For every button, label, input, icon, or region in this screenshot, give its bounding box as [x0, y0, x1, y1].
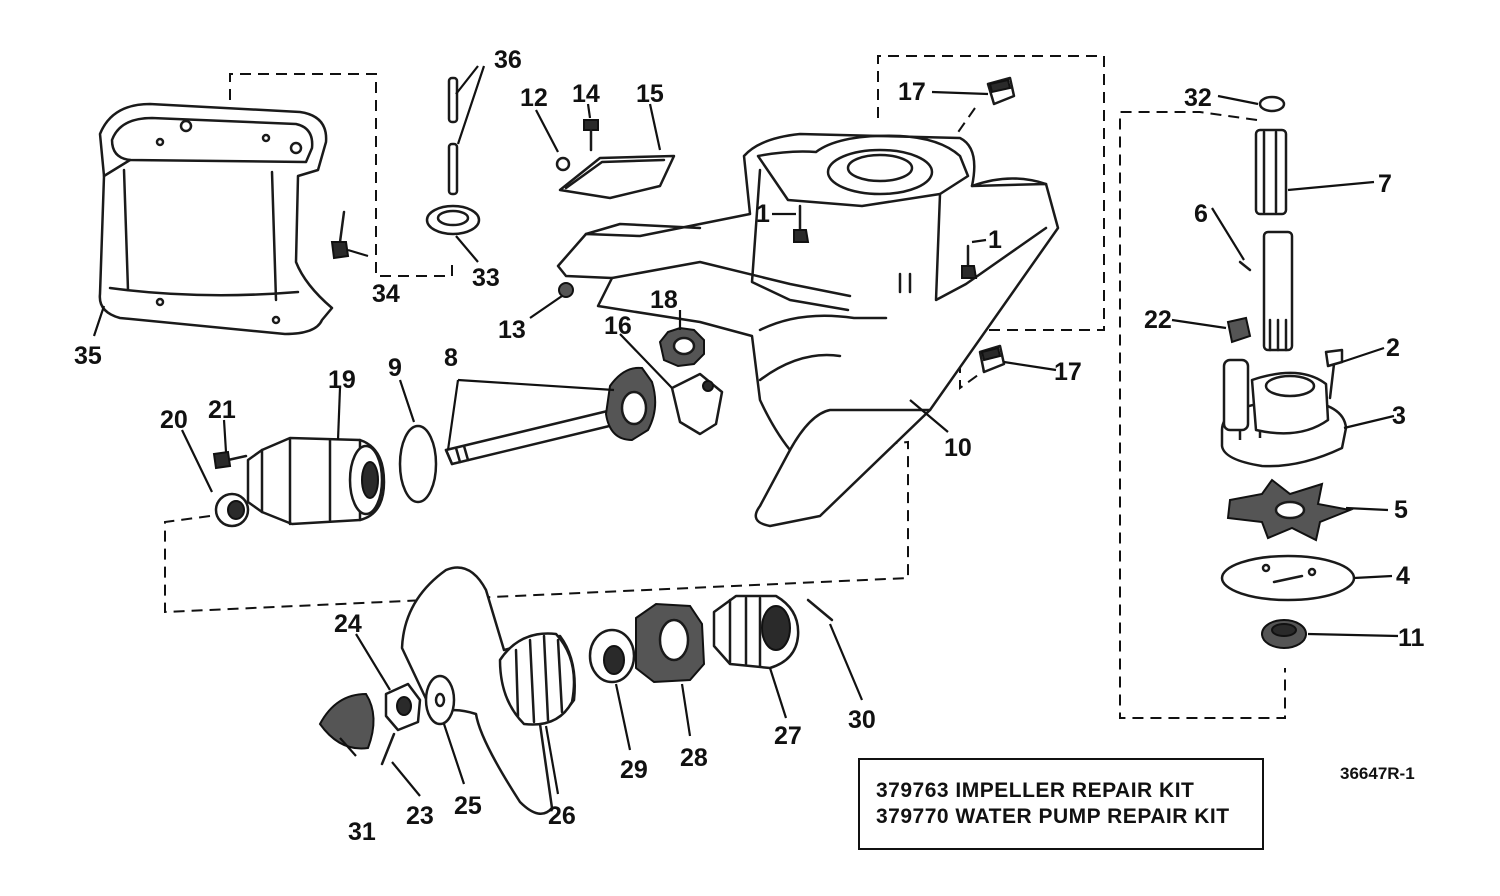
screw-1-lower: [961, 244, 978, 279]
o-ring-9: [398, 424, 438, 504]
screw-14: [583, 119, 599, 152]
callout-36: 36: [494, 46, 522, 74]
callout-6: 6: [1194, 200, 1208, 228]
callout-9: 9: [388, 354, 402, 382]
leader-lines: [92, 65, 1399, 797]
nut-13: [558, 282, 574, 298]
callout-29: 29: [620, 756, 648, 784]
shift-clutch-16: [670, 372, 724, 436]
screw-2: [1324, 348, 1344, 400]
thrust-washer-29: [588, 628, 636, 684]
reverse-gear-28: [635, 602, 706, 684]
callout-30: 30: [848, 706, 876, 734]
callout-4: 4: [1396, 562, 1410, 590]
exhaust-housing-group-outline: [229, 73, 453, 277]
callout-28: 28: [680, 744, 708, 772]
bearing-housing-27: [712, 594, 800, 670]
callout-10: 10: [944, 434, 972, 462]
callout-2: 2: [1386, 334, 1400, 362]
propeller-26: [400, 566, 576, 815]
cover-plate-15: [558, 154, 676, 200]
callout-14: 14: [572, 80, 600, 108]
spacer-24: [384, 682, 422, 732]
pump-housing-3: [1220, 358, 1348, 468]
exhaust-housing: [98, 102, 334, 336]
cotter-pin-23: [380, 732, 396, 766]
callout-22: 22: [1144, 306, 1172, 334]
callout-12: 12: [520, 84, 548, 112]
callout-20: 20: [160, 406, 188, 434]
callout-11: 11: [1398, 624, 1425, 652]
callout-3: 3: [1392, 402, 1406, 430]
callout-26: 26: [548, 802, 576, 830]
callout-15: 15: [636, 80, 664, 108]
washer-25: [424, 674, 456, 726]
callout-19: 19: [328, 366, 356, 394]
seal-33: [425, 204, 481, 236]
screw-21: [212, 450, 248, 470]
pin-6: [1238, 260, 1252, 272]
plug-17-upper: [986, 76, 1016, 106]
kit-impeller: 379763 IMPELLER REPAIR KIT: [876, 779, 1195, 802]
callout-17-upper: 17: [898, 78, 926, 106]
dowel-pins-36: [447, 76, 459, 196]
callout-23: 23: [406, 802, 434, 830]
plug-12: [555, 156, 571, 172]
driveshaft-upper-7: [1254, 128, 1288, 216]
callout-34: 34: [372, 280, 400, 308]
callout-24: 24: [334, 610, 362, 638]
pinion-gear-18: [658, 326, 705, 368]
pin-30: [806, 598, 834, 622]
impeller-5: [1226, 478, 1354, 542]
kit-water-pump: 379770 WATER PUMP REPAIR KIT: [876, 805, 1230, 828]
nut-31: [318, 692, 375, 750]
callout-27: 27: [774, 722, 802, 750]
o-ring-32: [1258, 95, 1286, 113]
connector-dash-17: [939, 107, 976, 159]
callout-16: 16: [604, 312, 632, 340]
propeller-shaft-gear-8: [444, 366, 657, 466]
callout-25: 25: [454, 792, 482, 820]
bushing-22: [1226, 316, 1252, 344]
gearcase-housing: [556, 132, 1060, 528]
callout-35: 35: [74, 342, 102, 370]
seal-11: [1261, 619, 1307, 649]
callout-18: 18: [650, 286, 678, 314]
plug-17-lower: [978, 344, 1006, 374]
water-pump-group-outline: [1119, 111, 1286, 719]
screw-1-upper: [793, 204, 810, 243]
callout-13: 13: [498, 316, 526, 344]
callout-8: 8: [444, 344, 458, 372]
callout-17-lower: 17: [1054, 358, 1082, 386]
callout-31: 31: [348, 818, 376, 846]
bearing-20: [214, 492, 250, 528]
gearcase-group-outline: [877, 55, 1105, 390]
driveshaft-lower: [1262, 230, 1294, 352]
callout-7: 7: [1378, 170, 1392, 198]
callout-1-lower: 1: [988, 226, 1002, 254]
bearing-housing-19: [246, 436, 386, 526]
screw-34: [330, 210, 350, 260]
callout-21: 21: [208, 396, 236, 424]
plate-4: [1220, 554, 1356, 602]
callout-33: 33: [472, 264, 500, 292]
callout-5: 5: [1394, 496, 1408, 524]
figure-number: 36647R-1: [1340, 764, 1415, 783]
repair-kit-box: 379763 IMPELLER REPAIR KIT 379770 WATER …: [858, 758, 1264, 850]
callout-32: 32: [1184, 84, 1212, 112]
callout-1-upper: 1: [756, 200, 770, 228]
